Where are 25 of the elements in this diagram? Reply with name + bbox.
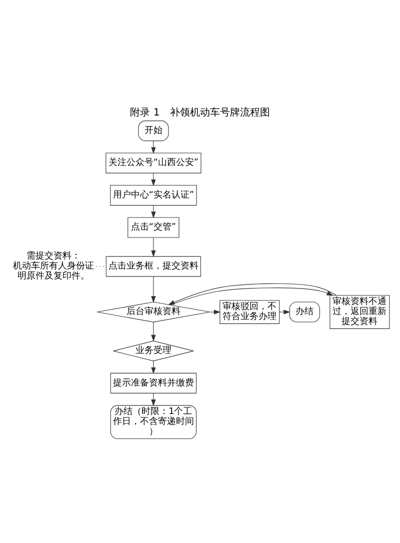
arrow <box>151 172 156 186</box>
node-diamond: 后台审核资料 <box>96 301 210 322</box>
diagram-title: 附录 1 补领机动车号牌流程图 <box>130 106 270 118</box>
arrow <box>170 287 334 305</box>
arrow <box>151 321 156 342</box>
node-box: 用户中心“实名认证” <box>110 184 197 206</box>
arrow <box>279 309 290 314</box>
arrow <box>151 392 156 406</box>
node-box: 点击“交管” <box>128 216 180 238</box>
arrow <box>151 204 156 218</box>
arrow <box>210 309 221 314</box>
node-box: 开始 <box>138 120 169 141</box>
node-box: 审核驳回，不符合业务办理 <box>220 300 280 324</box>
node-box: 点击业务框，提交资料 <box>106 256 201 276</box>
node-box: 办结 <box>289 301 320 322</box>
node-text: 需提交资料： 机动车所有人身份证明原件及复印件。 <box>12 251 94 282</box>
node-box: 提示准备资料并缴费 <box>110 372 197 393</box>
node-box: 关注公众号“山西公安” <box>106 152 202 173</box>
node-box: 办结（时限：1个工作日，不含寄递时间） <box>110 404 197 439</box>
arrow <box>151 360 156 374</box>
node-diamond: 业务受理 <box>113 340 194 361</box>
node-box: 审核资料不通过，返回重新提交资料 <box>330 294 390 328</box>
arrow <box>151 236 156 257</box>
arrow <box>151 140 156 154</box>
arrow <box>151 276 156 302</box>
